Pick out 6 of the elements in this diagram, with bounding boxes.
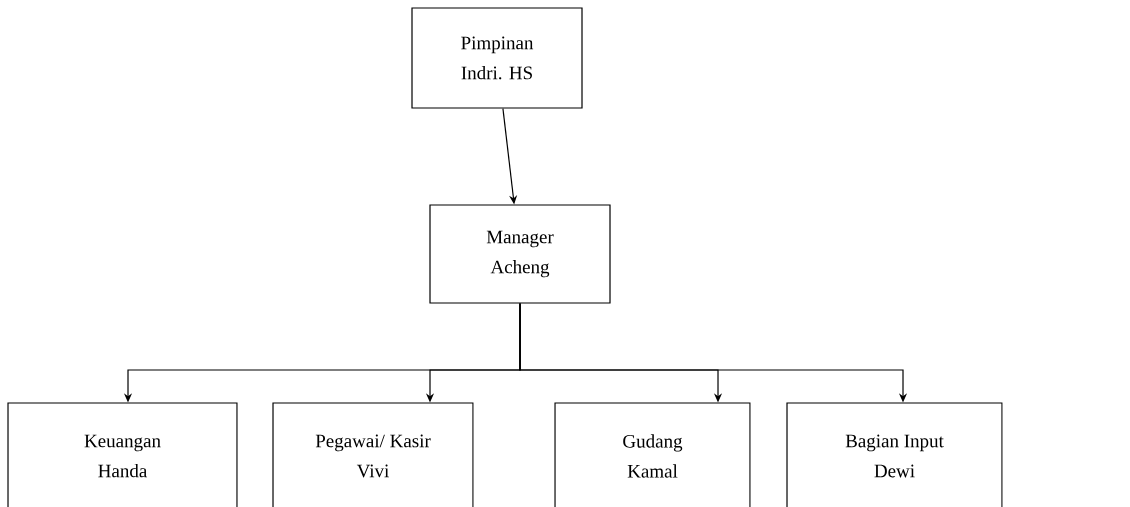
- org-box: Bagian Input Dewi: [786, 402, 1003, 507]
- org-box: Pimpinan Indri. HS: [411, 7, 583, 109]
- org-box: Keuangan Handa: [7, 402, 238, 507]
- org-box: Pegawai/ Kasir Vivi: [272, 402, 474, 507]
- org-box: Manager Acheng: [429, 204, 611, 304]
- org-box: Gudang Kamal: [554, 402, 751, 507]
